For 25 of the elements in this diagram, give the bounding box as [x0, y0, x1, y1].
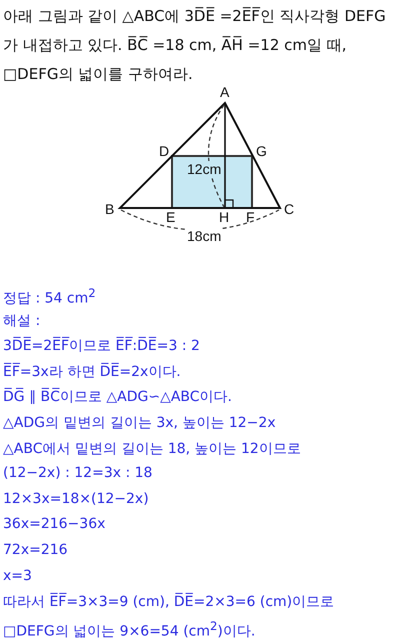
solution-heading: 해설 :	[3, 312, 40, 330]
answer-text: 정답 : 54 cm$^{2}$	[3, 286, 96, 308]
vertex-label: D	[159, 143, 170, 159]
vertex-label: F	[246, 209, 255, 225]
solution-line: △ADG의 밑변의 길이는 3x, 높이는 12−2x	[3, 414, 276, 432]
dimension-label: 12cm	[187, 161, 222, 177]
solution-line: 12×3x=18×(12−2x)	[3, 490, 149, 507]
vertex-label: E	[166, 209, 176, 225]
dimension-label: 18cm	[187, 228, 222, 244]
problem-text: 아래 그림과 같이 △ABC에 3D̅E̅ =2E̅F̅인 직사각형 DEFG가 내접하고 있다. B̅C̅ =18 cm, A̅H̅ =12 cm일 때, □DEFG의 넓이를 구하여라.	[3, 6, 387, 85]
solution-line: 3D̅E̅=2E̅F̅이므로 E̅F̅:D̅E̅=3 : 2	[3, 337, 200, 356]
solution-line: 따라서 E̅F̅=3×3=9 (cm), D̅E̅=2×3=6 (cm)이므로	[3, 593, 334, 612]
solution-line: △ABC에서 밑변의 길이는 18, 높이는 12이므로	[3, 440, 301, 458]
solution-line: 72x=216	[3, 542, 68, 558]
vertex-label: A	[220, 84, 230, 100]
solution-line: (12−2x) : 12=3x : 18	[3, 465, 152, 482]
solution-line: D̅G̅ ∥ B̅C̅이므로 △ADG∽△ABC이다.	[3, 388, 232, 406]
solution-line: E̅F̅=3x라 하면 D̅E̅=2x이다.	[3, 362, 181, 381]
vertex-label: C	[284, 201, 294, 217]
solution-line: □DEFG의 넓이는 9×6=54 (cm$^{2}$)이다.	[3, 618, 256, 640]
vertex-label: G	[256, 143, 267, 159]
vertex-label: H	[219, 209, 230, 225]
solution-line: 36x=216−36x	[3, 516, 106, 532]
vertex-label: B	[105, 201, 114, 217]
solution-line: x=3	[3, 568, 32, 584]
